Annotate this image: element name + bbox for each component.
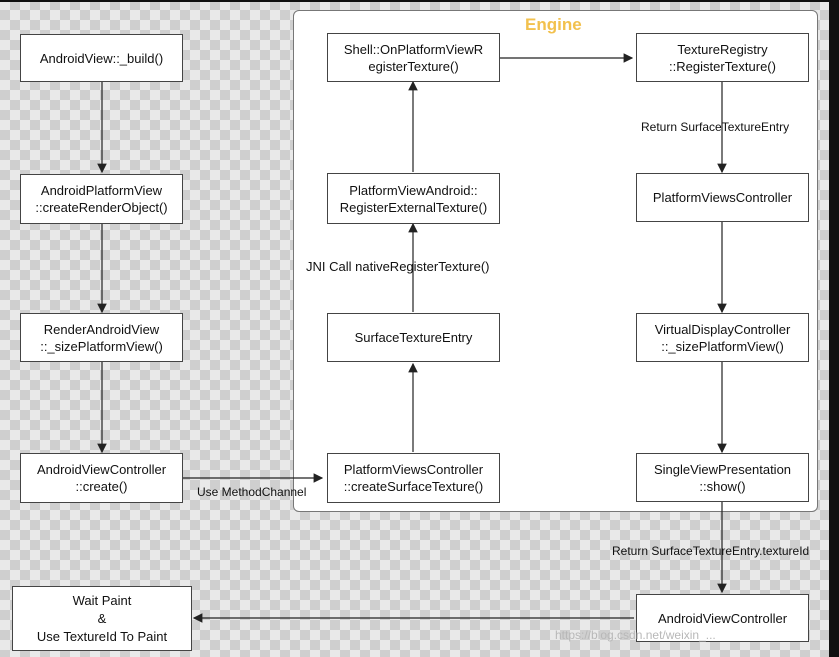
node-surface-texture-entry: SurfaceTextureEntry bbox=[327, 313, 500, 362]
frame-top-edge bbox=[0, 0, 839, 2]
label-jni-call: JNI Call nativeRegisterTexture() bbox=[306, 259, 490, 274]
node-platform-views-controller-create-surface: PlatformViewsController ::createSurfaceT… bbox=[327, 453, 500, 503]
node-android-view-build: AndroidView::_build() bbox=[20, 34, 183, 82]
label-return-surface-texture-entry: Return SurfaceTextureEntry bbox=[641, 120, 790, 134]
node-wait-paint: Wait Paint & Use TextureId To Paint bbox=[12, 586, 192, 651]
label-return-texture-id: Return SurfaceTextureEntry.textureId bbox=[612, 544, 810, 558]
node-virtual-display-controller: VirtualDisplayController ::_sizePlatform… bbox=[636, 313, 809, 362]
node-single-view-presentation: SingleViewPresentation ::show() bbox=[636, 453, 809, 502]
node-platform-views-controller: PlatformViewsController bbox=[636, 173, 809, 222]
engine-container bbox=[293, 10, 818, 512]
engine-title: Engine bbox=[525, 15, 582, 34]
node-android-platform-view: AndroidPlatformView ::createRenderObject… bbox=[20, 174, 183, 224]
label-use-method-channel: Use MethodChannel bbox=[197, 485, 307, 499]
node-shell-register-texture: Shell::OnPlatformViewR egisterTexture() bbox=[327, 33, 500, 82]
node-render-android-view: RenderAndroidView ::_sizePlatformView() bbox=[20, 313, 183, 362]
node-android-view-controller: AndroidViewController bbox=[636, 594, 809, 642]
node-platform-view-android-register: PlatformViewAndroid:: RegisterExternalTe… bbox=[327, 173, 500, 224]
frame-right-edge bbox=[829, 0, 839, 657]
watermark: https://blog.csdn.net/weixin_... bbox=[555, 628, 716, 642]
node-texture-registry: TextureRegistry ::RegisterTexture() bbox=[636, 33, 809, 82]
node-android-view-controller-create: AndroidViewController ::create() bbox=[20, 453, 183, 503]
